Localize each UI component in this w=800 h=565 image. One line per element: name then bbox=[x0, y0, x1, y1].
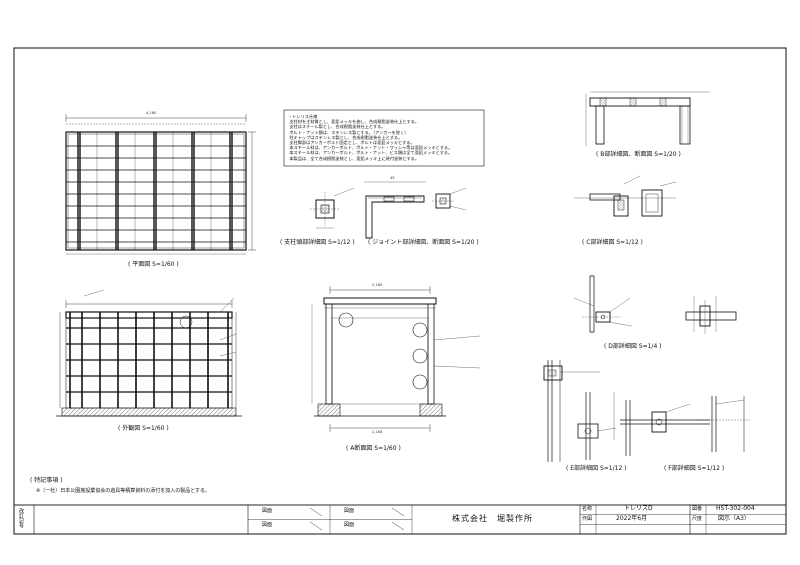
section-width-dimension: 2,160 bbox=[372, 283, 383, 287]
elevation-view bbox=[56, 289, 242, 417]
rev-label-4: 図面 bbox=[344, 522, 355, 528]
drawing-no-value: HST-302-004 bbox=[716, 505, 755, 512]
elevation-view-caption: ( 外観図 S=1/60 ) bbox=[118, 425, 169, 432]
b-detail-caption: ( B部詳細図、断面図 S=1/20 ) bbox=[596, 151, 681, 158]
rev-label-1: 図面 bbox=[262, 508, 273, 514]
date-label: 作図 bbox=[582, 516, 593, 522]
spec-box bbox=[283, 109, 485, 167]
plan-view-caption: ( 平面図 S=1/60 ) bbox=[128, 261, 179, 268]
plan-width-dimension: 4,160 bbox=[146, 111, 157, 115]
plan-view bbox=[65, 114, 256, 255]
column-head-detail bbox=[310, 187, 355, 229]
revision-side-label: 改訂記号 bbox=[18, 508, 24, 528]
drawing-no-label: 図番 bbox=[692, 506, 703, 512]
title-block bbox=[13, 504, 787, 535]
notes-title: ( 特記事項 ) bbox=[30, 477, 63, 484]
column-head-detail-caption: ( 支柱頭部詳細図 S=1/12 ) bbox=[280, 239, 355, 246]
c-detail bbox=[574, 175, 677, 217]
section-a bbox=[311, 286, 481, 432]
joint-detail bbox=[364, 181, 467, 239]
name-value: トレリスD bbox=[624, 505, 653, 512]
d-detail-caption: ( D部詳細図 S=1/4 ) bbox=[604, 343, 662, 350]
section-bottom-dimension: 2,160 bbox=[372, 430, 383, 434]
name-label: 名称 bbox=[582, 506, 593, 512]
date-value: 2022年6月 bbox=[616, 515, 648, 522]
company-name: 株式会社 堀製作所 bbox=[452, 514, 533, 523]
notes-line: ※（一社）日本公園施設業協会の遊具等積算資料の添付を加入の製品とする。 bbox=[36, 488, 211, 494]
scale-label: 尺度 bbox=[692, 516, 703, 522]
rev-label-3: 図面 bbox=[262, 522, 273, 528]
joint-detail-caption: ( ジョイント部詳細図、断面図 S=1/20 ) bbox=[368, 239, 479, 246]
e-detail-caption: ( E部詳細図 S=1/12 ) bbox=[566, 465, 627, 472]
c-detail-caption: ( C部詳細図 S=1/12 ) bbox=[582, 239, 643, 246]
section-a-caption: ( A断面図 S=1/60 ) bbox=[346, 445, 401, 452]
spec-box-text: ・トレリス仕様 支柱材を主材質とし、亜鉛メッキを施し、合成樹脂塗装仕上とする。 … bbox=[288, 114, 453, 161]
joint-dimension: 45 bbox=[390, 176, 395, 180]
rev-label-2: 図面 bbox=[344, 508, 355, 514]
e-detail bbox=[543, 360, 617, 462]
f-detail bbox=[620, 396, 750, 456]
b-detail bbox=[585, 91, 710, 146]
f-detail-caption: ( F部詳細図 S=1/12 ) bbox=[664, 465, 725, 472]
scale-value: 図示（A3） bbox=[718, 515, 750, 522]
d-detail bbox=[573, 275, 737, 334]
